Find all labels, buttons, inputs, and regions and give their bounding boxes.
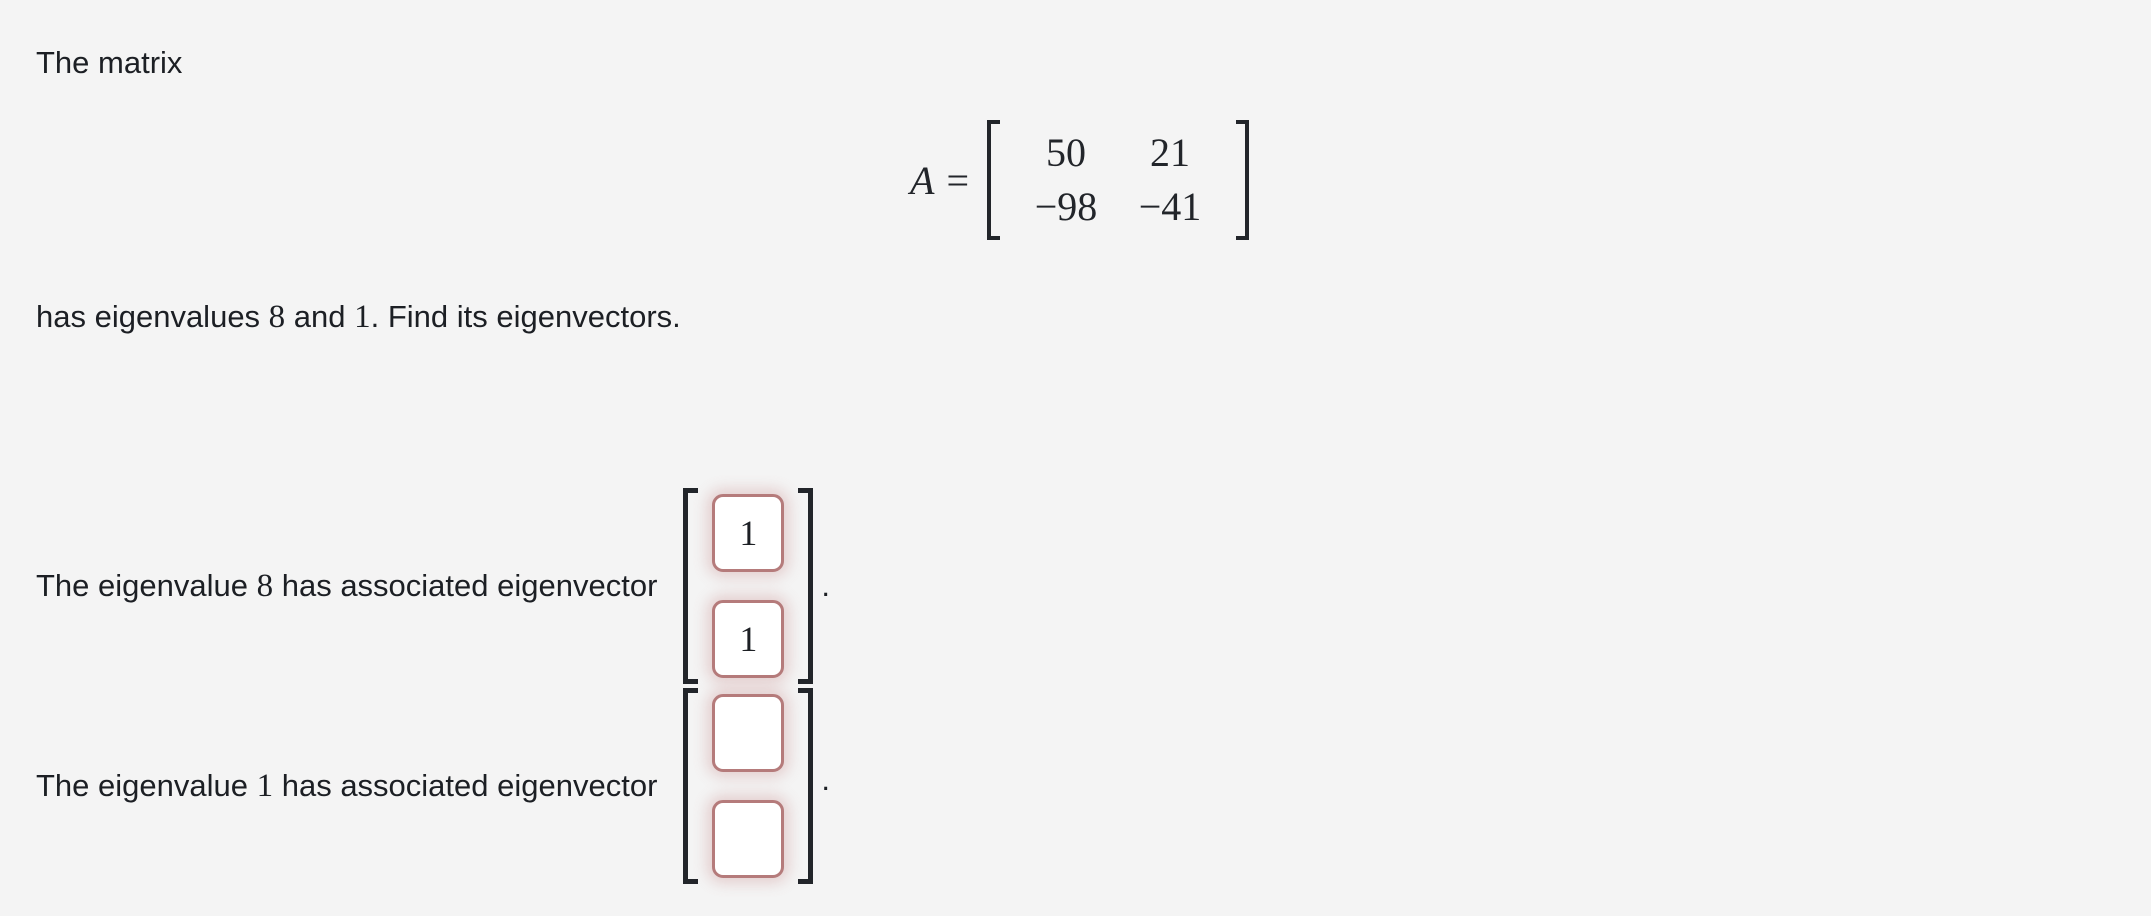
trailing-period-2: .	[821, 762, 831, 797]
matrix-left-bracket	[987, 120, 1000, 240]
eigenvector-eigenvalue: 8	[256, 567, 274, 604]
matrix-name: A	[910, 157, 935, 203]
vector-entries-1	[698, 488, 798, 684]
matrix-cell: 50	[1046, 130, 1086, 175]
eigenvalues-sentence: has eigenvalues 8 and 1. Find its eigenv…	[36, 298, 681, 338]
vector-left-bracket	[683, 688, 699, 884]
matrix-right-bracket	[1236, 120, 1249, 240]
eigenvalue-value-second: 1	[354, 299, 371, 335]
eigenvector-label-1: The eigenvalue 8 has associated eigenvec…	[36, 568, 657, 605]
eigenvector-label-suffix: has associated eigenvector	[273, 567, 658, 603]
eigenvector-answer-row-1: The eigenvalue 8 has associated eigenvec…	[36, 488, 830, 684]
matrix-bracketed: 50 21 −98 −41	[987, 120, 1249, 240]
eigenvector-label-prefix: The eigenvalue	[36, 767, 257, 803]
eigenvector-answer-row-2: The eigenvalue 1 has associated eigenvec…	[36, 688, 830, 884]
eigenvector-input-2-2[interactable]	[712, 800, 785, 878]
matrix-cell: −41	[1138, 184, 1202, 229]
eigenvector-eigenvalue: 1	[256, 767, 274, 804]
intro-text: The matrix	[36, 45, 183, 80]
eigenvector-bracket-group-1	[683, 488, 814, 684]
matrix-cell: 21	[1150, 130, 1190, 175]
vector-right-bracket	[798, 688, 814, 884]
eigenvalues-suffix: . Find its eigenvectors.	[370, 299, 681, 334]
eigenvector-label-prefix: The eigenvalue	[36, 567, 257, 603]
matrix-row: −98 −41	[1014, 180, 1222, 234]
equals-sign: =	[946, 157, 969, 203]
vector-entries-2	[698, 688, 798, 884]
eigenvector-input-1-1[interactable]	[712, 494, 785, 572]
vector-left-bracket	[683, 488, 699, 684]
eigenvector-input-2-1[interactable]	[712, 694, 785, 772]
eigenvector-input-1-2[interactable]	[712, 600, 785, 678]
eigenvector-label-2: The eigenvalue 1 has associated eigenvec…	[36, 768, 657, 805]
trailing-period-1: .	[821, 568, 831, 603]
eigenvalues-mid: and	[285, 299, 355, 334]
eigenvector-bracket-group-2	[683, 688, 814, 884]
matrix-body: 50 21 −98 −41	[1000, 120, 1236, 240]
eigenvalue-value-first: 8	[268, 299, 286, 335]
matrix-equation: A = 50 21 −98 −41	[0, 120, 2151, 240]
eigenvalues-prefix: has eigenvalues	[36, 299, 269, 334]
matrix-row: 50 21	[1014, 126, 1222, 180]
eigenvector-label-suffix: has associated eigenvector	[273, 767, 658, 803]
matrix-cell: −98	[1034, 184, 1098, 229]
vector-right-bracket	[798, 488, 814, 684]
